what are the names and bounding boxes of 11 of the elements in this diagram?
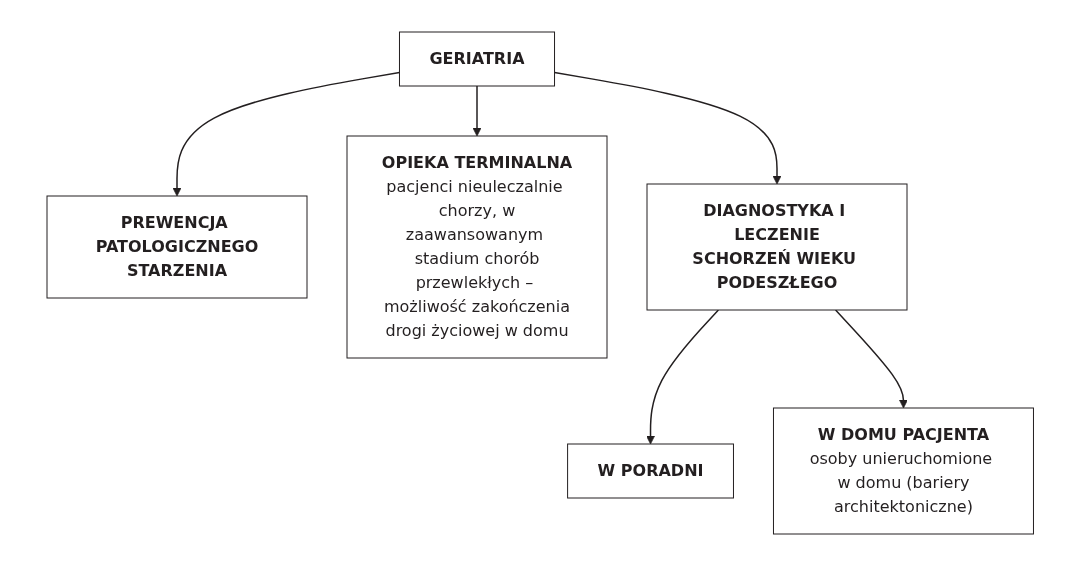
- arrow: [472, 85, 482, 137]
- node-box: GERIATRIA: [398, 31, 555, 87]
- arrow: [834, 309, 908, 409]
- node-box: PREWENCJA PATOLOGICZNEGO STARZENIA: [46, 195, 308, 299]
- node-box: OPIEKA TERMINALNA pacjenci nieuleczalnie chorzy, w zaawansowanym stadium chorób przewlekłych – możliwość zakończenia drogi życiowej w domu: [346, 135, 608, 359]
- arrow: [553, 71, 782, 185]
- arrow: [172, 71, 400, 197]
- arrow: [645, 309, 719, 445]
- node-box: W DOMU PACJENTA osoby unieruchomione w domu (bariery architektoniczne): [772, 407, 1034, 535]
- node-box: W PORADNI: [566, 443, 734, 499]
- node-box: DIAGNOSTYKA I LECZENIE SCHORZEŃ WIEKU PODESZŁEGO: [646, 183, 908, 311]
